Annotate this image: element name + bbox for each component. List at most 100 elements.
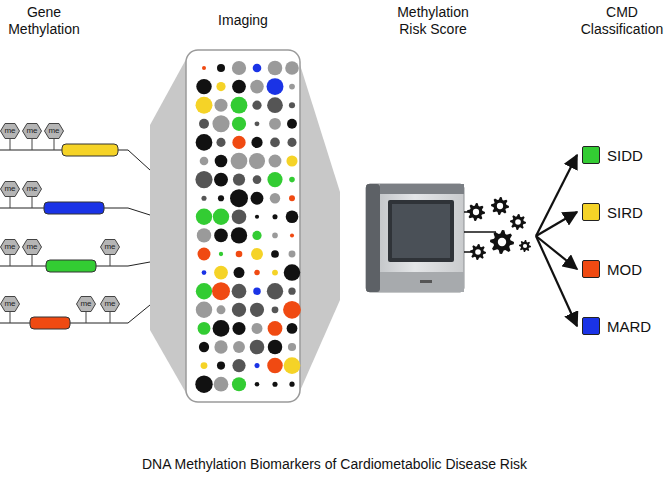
methylation-dot [289,251,296,258]
methylation-dot [214,377,229,392]
methylation-dot [289,382,294,387]
methylation-dot [289,195,295,201]
methyl-hexagon: me [22,239,42,255]
methylation-dot [268,321,283,336]
methylation-dot [267,78,284,95]
methylation-dot [267,172,282,187]
methylation-dot [270,138,280,148]
class-swatch [582,203,600,221]
sequencer [366,184,464,292]
methylation-dot [254,270,260,276]
methylation-dot [213,209,229,225]
gear-hub [498,238,506,246]
gear-hub [475,249,481,255]
methylation-dot [232,359,245,372]
methylation-dot [288,343,296,351]
methylation-dot [215,155,228,168]
methylation-dot [252,231,261,240]
methylation-dot [234,267,245,278]
gene-bar [44,202,104,214]
class-marker: SIDD [582,145,645,165]
methylation-dot [250,340,265,355]
methylation-dot [290,233,294,237]
methylation-dot [217,362,225,370]
methylation-dot [196,283,212,299]
methyl-hexagon: me [0,181,20,197]
methylation-dot [255,382,260,387]
methylation-dot [267,97,283,113]
wire [464,231,496,233]
methylation-dot [284,264,301,281]
methylation-dot [196,209,212,225]
methylation-dot [255,215,259,219]
methylation-dot [251,192,264,205]
methylation-dot [232,80,246,94]
gear [519,240,531,252]
class-label: SIDD [607,147,643,164]
column-header: Gene Methylation [2,4,86,38]
methylation-dot [218,195,224,201]
methyl-stalk [32,138,33,150]
methylation-dot [284,357,301,374]
class-label: MARD [607,318,651,335]
methylation-dot [253,175,262,184]
methyl-stalk [32,254,33,266]
gene-bar [62,144,118,156]
methylation-dot [196,302,212,318]
methyl-stalk [10,138,11,150]
methylation-dot [287,119,297,129]
methylation-dot [232,377,246,391]
methylation-dot [283,301,301,319]
methylation-dot [272,270,278,276]
methylation-dot [201,196,206,201]
methylation-dot [287,323,298,334]
methylation-dot [232,136,245,149]
gear [510,214,526,230]
methyl-stalk [86,311,87,323]
methylation-dot [213,320,230,337]
gear-hub [523,244,527,248]
zoom-wedge [150,52,190,400]
wire [464,211,470,213]
methylation-dot [217,64,225,72]
methylation-dot [202,270,207,275]
classification-arrow [536,212,577,236]
methylation-dot [287,138,296,147]
methyl-stalk [10,254,11,266]
class-marker: MOD [582,259,644,279]
methylation-dot [200,157,209,166]
methylation-dot [216,82,225,91]
methylation-dot [250,303,264,317]
methylation-dot [286,155,297,166]
methyl-label: me [0,239,20,255]
wire [464,251,472,253]
methyl-hexagon: me [22,181,42,197]
column-header: CMD Classification [578,4,666,38]
methylation-dot [272,306,279,313]
methylation-dot [271,250,279,258]
methylation-dot [230,189,248,207]
methylation-dot [253,287,260,294]
methylation-dot [272,233,278,239]
methyl-hexagon: me [76,296,96,312]
methylation-dot [267,283,283,299]
methylation-dot [232,209,247,224]
methylation-dot [232,303,246,317]
methylation-dot [232,284,247,299]
class-swatch [582,317,600,335]
gear-hub [497,203,503,209]
methylation-dot [289,102,295,108]
methyl-label: me [0,123,20,139]
methylation-dot [252,323,263,334]
gene-line [0,305,150,323]
classification-arrow [536,155,577,236]
methyl-hexagon: me [0,123,20,139]
methylation-dot [219,252,223,256]
methyl-label: me [0,181,20,197]
methyl-label: me [22,181,42,197]
methyl-hexagon: me [0,296,20,312]
methylation-dot [214,229,228,243]
methylation-dot [214,99,227,112]
